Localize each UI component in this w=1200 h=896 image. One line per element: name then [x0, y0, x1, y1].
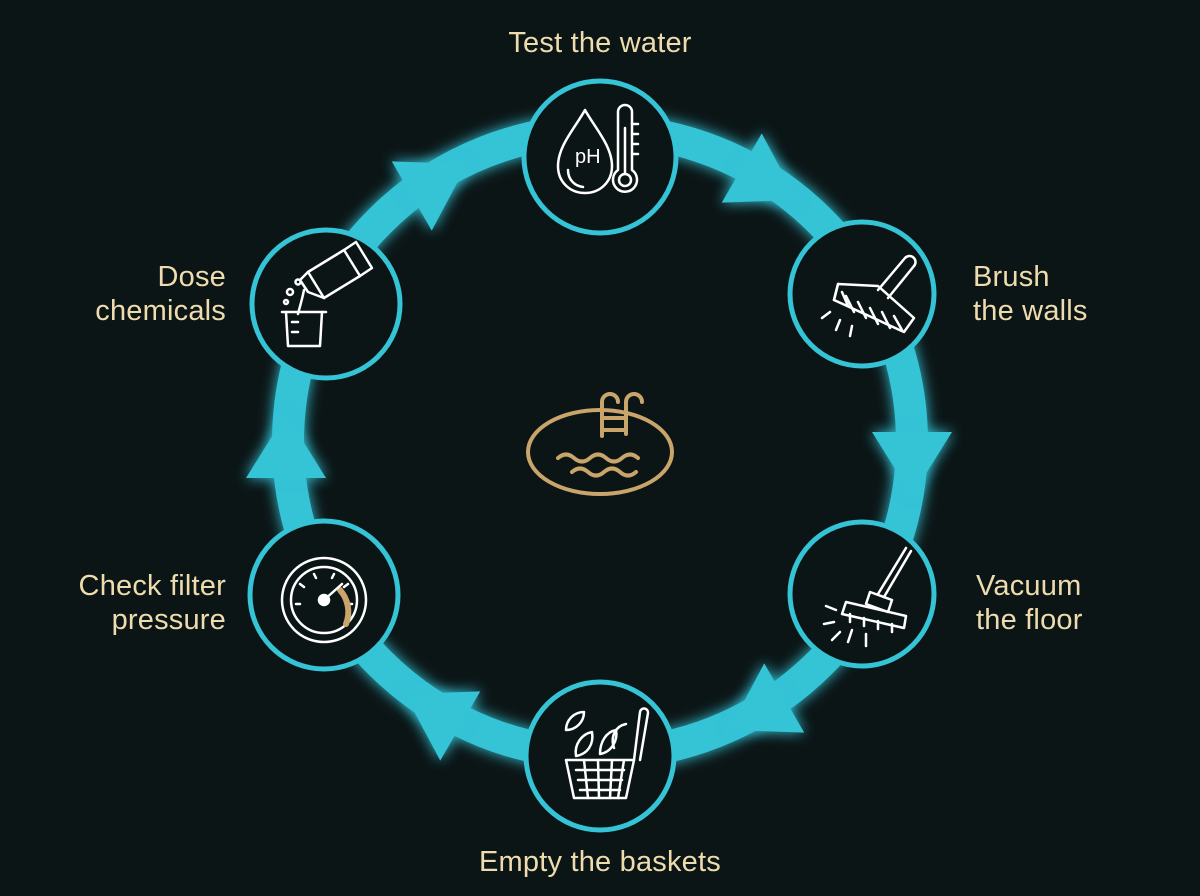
arrow-to-baskets — [728, 663, 805, 733]
node-brush-walls — [787, 219, 937, 369]
label-test-water: Test the water — [508, 26, 691, 60]
pool-ladder-icon — [526, 392, 674, 496]
pool-vacuum-icon — [822, 546, 913, 648]
arrow-to-vacuum — [872, 432, 952, 496]
arrow-to-filter — [404, 691, 481, 761]
arrow-to-brush — [721, 133, 798, 203]
ph-thermometer-icon: pH — [556, 103, 640, 195]
node-empty-baskets — [523, 679, 677, 833]
label-check-filter: Check filter pressure — [79, 569, 226, 637]
arrow-to-dose — [246, 414, 326, 478]
label-empty-baskets: Empty the baskets — [479, 845, 721, 879]
skimmer-basket-icon — [564, 707, 650, 800]
label-check-filter-line1: Check filter — [78, 570, 226, 602]
label-dose-chemicals-line1: Dose — [157, 261, 226, 293]
svg-text:pH: pH — [575, 146, 601, 168]
label-test-water-line1: Test the water — [508, 27, 692, 59]
brush-icon — [820, 254, 917, 338]
label-check-filter-line2: pressure — [111, 604, 226, 636]
label-vacuum-floor-line2: the floor — [976, 604, 1083, 636]
chemical-pour-icon — [280, 240, 374, 348]
node-vacuum-floor — [787, 519, 937, 669]
arrow-to-test — [391, 161, 468, 231]
label-brush-walls: Brush the walls — [973, 260, 1088, 328]
node-test-water — [521, 78, 679, 236]
cycle-arrows — [246, 133, 952, 761]
label-brush-walls-line1: Brush — [973, 261, 1050, 293]
node-dose-chemicals — [249, 227, 403, 381]
label-brush-walls-line2: the walls — [973, 295, 1088, 327]
label-empty-baskets-line1: Empty the baskets — [479, 846, 721, 878]
label-vacuum-floor: Vacuum the floor — [976, 569, 1083, 637]
label-dose-chemicals-line2: chemicals — [95, 295, 226, 327]
label-dose-chemicals: Dose chemicals — [95, 260, 226, 328]
label-vacuum-floor-line1: Vacuum — [976, 570, 1082, 602]
pressure-gauge-icon — [280, 556, 368, 644]
